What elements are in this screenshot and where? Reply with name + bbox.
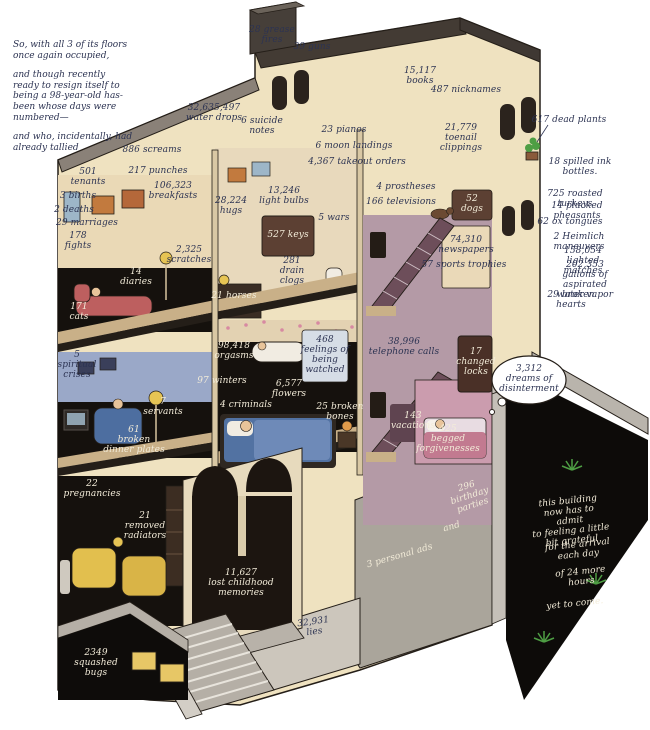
- bathtub: [251, 341, 307, 363]
- person-figure: [257, 341, 267, 351]
- bed: [220, 414, 336, 468]
- basement-window: [131, 651, 157, 671]
- roof-top-band: [254, 17, 467, 69]
- basement-window: [159, 663, 185, 683]
- roof-left-band: [57, 77, 260, 173]
- intro-paragraph-2: and though recently ready to resign itse…: [13, 70, 123, 123]
- tv-icon: [63, 409, 89, 431]
- person-figure: [112, 398, 124, 410]
- picture-frame: [99, 357, 117, 371]
- lamp-icon: [112, 536, 124, 548]
- window: [370, 392, 386, 418]
- window: [370, 232, 386, 258]
- courtyard-ground: [506, 382, 648, 700]
- picture-frame: [121, 189, 145, 209]
- window-arched: [502, 206, 515, 236]
- landing: [366, 452, 396, 462]
- person-figure: [435, 419, 445, 429]
- chaise-lounge: [73, 283, 153, 317]
- lamp-icon: [148, 390, 164, 406]
- picture-frame: [77, 361, 95, 375]
- landing: [366, 306, 396, 316]
- armchair: [93, 398, 143, 445]
- radiator: [60, 560, 70, 594]
- person-figure: [91, 287, 101, 297]
- stairwell: [363, 189, 493, 525]
- basement: [57, 601, 189, 700]
- door: [457, 335, 493, 393]
- armchair: [71, 547, 117, 589]
- armchair: [121, 555, 167, 597]
- lamp-icon: [218, 274, 230, 286]
- grass-tuft: [585, 573, 607, 585]
- window-arched: [272, 76, 287, 110]
- door: [261, 215, 315, 257]
- window-arched: [500, 104, 515, 140]
- pink-bedroom: [414, 379, 493, 465]
- window-arched: [294, 70, 309, 104]
- picture-frame: [91, 195, 115, 215]
- arch-opening: [246, 458, 292, 492]
- hanging-plant-icon: [525, 137, 540, 161]
- courtyard-side-wall: [491, 388, 507, 625]
- window: [63, 191, 81, 223]
- dividing-wall: [211, 149, 219, 481]
- grass-tuft: [561, 459, 583, 471]
- nightstand: [337, 431, 357, 449]
- person-figure: [240, 420, 252, 432]
- intro-note: So, with all 3 of its floors once again …: [13, 40, 133, 162]
- intro-paragraph-3: and who, incidentally, had already talli…: [13, 132, 133, 153]
- note-panel: [301, 329, 349, 383]
- window-arched: [521, 97, 536, 133]
- mirror: [251, 161, 271, 177]
- newspaper-panel: [441, 225, 491, 289]
- dog-patch: [451, 189, 493, 221]
- window-arched: [521, 200, 534, 230]
- roof-cornice: [459, 17, 541, 63]
- grass-tuft: [533, 631, 555, 643]
- lamp-icon: [159, 251, 173, 265]
- lamp-icon: [341, 420, 353, 432]
- arch-opening: [192, 466, 238, 500]
- picture-frame: [227, 167, 247, 183]
- column: [238, 496, 246, 556]
- courtyard: [491, 351, 649, 700]
- thought-bubble: [489, 355, 567, 415]
- intro-paragraph-1: So, with all 3 of its floors once again …: [13, 40, 128, 61]
- dividing-wall: [356, 129, 364, 476]
